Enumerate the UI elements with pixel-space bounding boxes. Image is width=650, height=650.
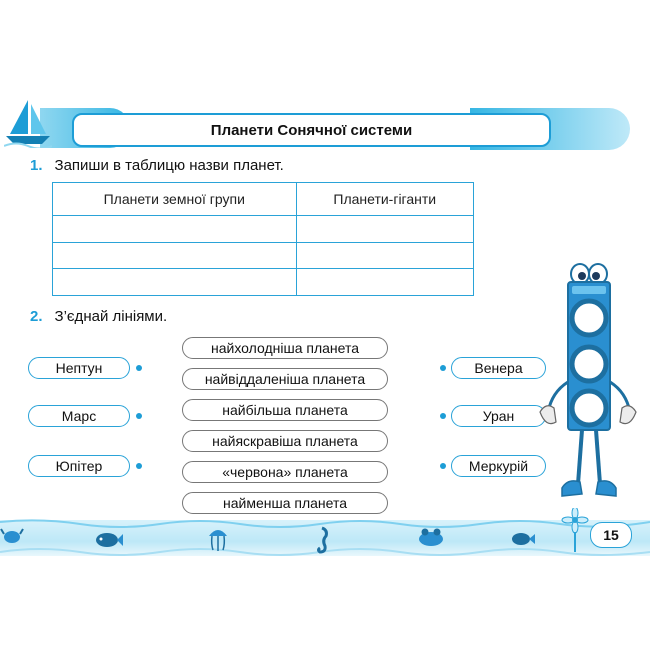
planet-mars[interactable]: Марс [28, 405, 130, 427]
table-cell[interactable] [295, 241, 474, 270]
table-cell[interactable] [295, 214, 474, 243]
description-coldest[interactable]: найхолодніша планета [182, 337, 388, 359]
sailboat-icon [4, 100, 52, 148]
jellyfish-icon [209, 530, 227, 551]
traffic-light-character [539, 263, 637, 497]
description-largest[interactable]: найбільша планета [182, 399, 388, 421]
description-red[interactable]: «червона» планета [182, 461, 388, 483]
connector-dot[interactable] [136, 413, 142, 419]
planet-venus[interactable]: Венера [451, 357, 546, 379]
planet-jupiter[interactable]: Юпітер [28, 455, 130, 477]
connector-dot[interactable] [440, 365, 446, 371]
table-row [52, 268, 474, 296]
planet-neptune[interactable]: Нептун [28, 357, 130, 379]
table-row [52, 241, 474, 270]
task-2-text: З’єднай лініями. [54, 308, 168, 325]
flower-icon [561, 508, 589, 552]
fish-icon [512, 533, 535, 545]
task-1-number: 1. [30, 157, 43, 174]
fish-icon [96, 533, 123, 547]
description-farthest[interactable]: найвіддаленіша планета [182, 368, 388, 390]
page-title: Планети Сонячної системи [72, 113, 551, 147]
description-brightest[interactable]: найяскравіша планета [182, 430, 388, 452]
page-number: 15 [590, 522, 632, 548]
connector-dot[interactable] [440, 463, 446, 469]
planet-mercury[interactable]: Меркурій [451, 455, 546, 477]
frog-icon [419, 528, 443, 546]
table-cell[interactable] [52, 268, 297, 296]
task-2-number: 2. [30, 308, 43, 325]
planets-table: Планети земної групи Планети-гіганти [52, 182, 474, 296]
connector-dot[interactable] [440, 413, 446, 419]
table-cell[interactable] [295, 268, 474, 296]
task-1: 1. Запиши в таблицю назви планет. [30, 157, 284, 174]
table-header-giants: Планети-гіганти [295, 182, 474, 216]
task-1-text: Запиши в таблицю назви планет. [54, 157, 284, 174]
planet-uranus[interactable]: Уран [451, 405, 546, 427]
table-cell[interactable] [52, 214, 297, 243]
table-cell[interactable] [52, 241, 297, 270]
description-smallest[interactable]: найменша планета [182, 492, 388, 514]
connector-dot[interactable] [136, 463, 142, 469]
task-2: 2. З’єднай лініями. [30, 308, 167, 325]
seahorse-icon [317, 526, 328, 554]
connector-dot[interactable] [136, 365, 142, 371]
table-header-terrestrial: Планети земної групи [52, 182, 297, 216]
crab-icon [0, 528, 24, 543]
table-row [52, 214, 474, 243]
